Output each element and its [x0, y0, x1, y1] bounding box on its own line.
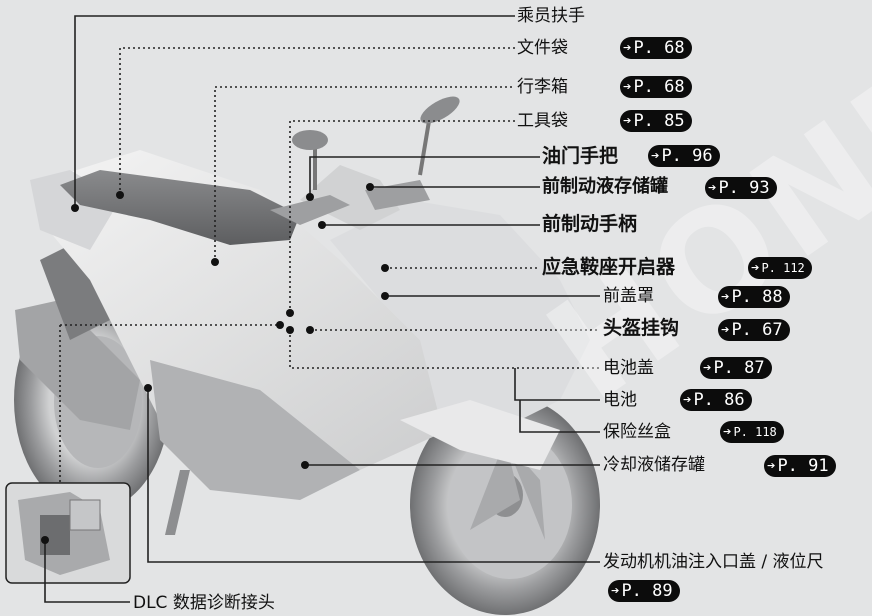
ref-helmet-hook[interactable]: ➔P. 67 [718, 319, 790, 341]
label-front-brake-lever: 前制动手柄 [542, 213, 638, 235]
label-front-cover: 前盖罩 [603, 286, 654, 306]
page-ref: P. 89 [621, 581, 673, 601]
arrow-right-icon: ➔ [683, 392, 692, 408]
page-ref: P. 93 [718, 178, 770, 198]
ref-luggage-box[interactable]: ➔P. 68 [620, 76, 692, 98]
dlc-inset [5, 482, 131, 584]
arrow-right-icon: ➔ [721, 322, 730, 338]
label-battery: 电池 [603, 390, 637, 410]
leader-lines [44, 15, 600, 603]
arrow-right-icon: ➔ [611, 583, 620, 599]
ref-engine-oil-filler[interactable]: ➔P. 89 [608, 580, 680, 602]
page-ref: P. 88 [731, 287, 783, 307]
arrow-right-icon: ➔ [623, 40, 632, 56]
label-dlc-connector: DLC 数据诊断接头 [133, 593, 275, 613]
ref-front-cover[interactable]: ➔P. 88 [718, 286, 790, 308]
page-ref: P. 68 [633, 77, 685, 97]
ref-fuse-box[interactable]: ➔P. 118 [720, 421, 784, 443]
leader-dots [41, 183, 389, 544]
ref-document-bag[interactable]: ➔P. 68 [620, 37, 692, 59]
label-luggage-box: 行李箱 [517, 77, 568, 97]
muffler [15, 240, 140, 430]
label-emergency-seat-opener: 应急鞍座开启器 [542, 256, 676, 278]
arrow-right-icon: ➔ [721, 289, 730, 305]
page-ref: P. 91 [777, 456, 829, 476]
ref-front-brake-reservoir[interactable]: ➔P. 93 [705, 177, 777, 199]
page-ref: P. 85 [633, 111, 685, 131]
label-throttle-grip: 油门手把 [542, 145, 619, 167]
ref-throttle-grip[interactable]: ➔P. 96 [648, 145, 720, 167]
ref-battery[interactable]: ➔P. 86 [680, 389, 752, 411]
ref-emergency-seat-opener[interactable]: ➔P. 112 [748, 257, 812, 279]
label-engine-oil-filler: 发动机机油注入口盖 / 液位尺 [603, 552, 824, 572]
arrow-right-icon: ➔ [623, 113, 632, 129]
scooter-body [30, 150, 590, 500]
ref-coolant-reservoir[interactable]: ➔P. 91 [764, 455, 836, 477]
arrow-right-icon: ➔ [703, 360, 712, 376]
side-stand [165, 470, 190, 535]
page-ref: P. 87 [713, 358, 765, 378]
page-ref: P. 68 [633, 38, 685, 58]
page-ref: P. 118 [733, 425, 777, 439]
front-wheel [410, 395, 600, 615]
label-battery-cover: 电池盖 [603, 358, 654, 378]
page-ref: P. 86 [693, 390, 745, 410]
label-front-brake-reservoir: 前制动液存储罐 [542, 176, 668, 197]
arrow-right-icon: ➔ [723, 424, 732, 440]
arrow-right-icon: ➔ [751, 260, 760, 276]
arrow-right-icon: ➔ [623, 79, 632, 95]
label-passenger-handle: 乘员扶手 [517, 6, 585, 26]
page-ref: P. 67 [731, 320, 783, 340]
ref-tool-bag[interactable]: ➔P. 85 [620, 110, 692, 132]
label-coolant-reservoir: 冷却液储存罐 [603, 455, 705, 475]
ref-battery-cover[interactable]: ➔P. 87 [700, 357, 772, 379]
arrow-right-icon: ➔ [708, 180, 717, 196]
label-document-bag: 文件袋 [517, 38, 568, 58]
label-fuse-box: 保险丝盒 [603, 422, 671, 442]
page-ref: P. 96 [661, 146, 713, 166]
arrow-right-icon: ➔ [651, 148, 660, 164]
label-helmet-hook: 头盔挂钩 [603, 317, 680, 339]
arrow-right-icon: ➔ [767, 458, 776, 474]
label-tool-bag: 工具袋 [517, 111, 568, 131]
page-ref: P. 112 [761, 261, 805, 275]
